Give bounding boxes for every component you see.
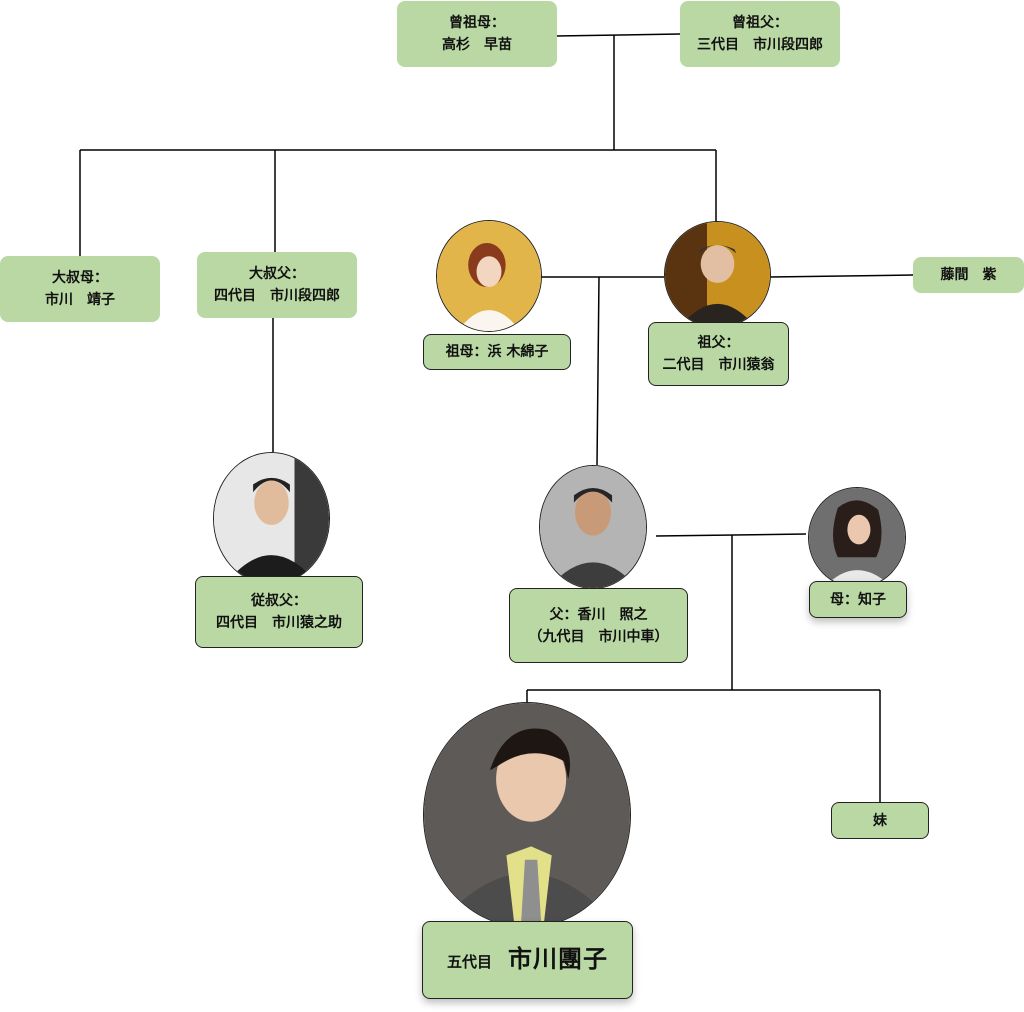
great-grandmother-name: 高杉 早苗 <box>442 37 512 53</box>
fujima-node: 藤間 紫 <box>913 257 1024 293</box>
cousin-uncle-node: 従叔父： 四代目 市川猿之助 <box>195 576 363 648</box>
father-role: 父：香川 照之 <box>549 606 648 623</box>
self-name: 市川團子 <box>508 944 608 973</box>
portrait-icon <box>540 466 646 588</box>
sister-node: 妹 <box>831 802 929 839</box>
mother-photo <box>808 487 906 588</box>
father-node: 父：香川 照之 （九代目 市川中車） <box>509 588 688 663</box>
grandfather-photo <box>664 221 771 328</box>
portrait-icon <box>214 453 329 584</box>
fujima-name: 藤間 紫 <box>940 267 997 283</box>
self-photo <box>423 702 631 928</box>
cousin-uncle-photo <box>213 452 330 585</box>
great-grandmother-role: 曾祖母： <box>449 15 505 31</box>
great-grandfather-node: 曾祖父： 三代目 市川段四郎 <box>680 1 840 67</box>
great-aunt-node: 大叔母： 市川 靖子 <box>0 256 160 322</box>
portrait-icon <box>424 703 630 927</box>
father-name: （九代目 市川中車） <box>528 628 669 645</box>
grandfather-node: 祖父： 二代目 市川猿翁 <box>648 322 789 386</box>
great-grandfather-name: 三代目 市川段四郎 <box>697 37 823 53</box>
great-grandmother-node: 曾祖母： 高杉 早苗 <box>397 1 557 67</box>
self-label: 五代目 市川團子 <box>446 944 608 973</box>
cousin-uncle-name: 四代目 市川猿之助 <box>216 615 342 631</box>
portrait-icon <box>809 488 905 587</box>
self-node: 五代目 市川團子 <box>422 921 633 999</box>
father-photo <box>539 465 647 589</box>
grandfather-role: 祖父： <box>697 335 740 351</box>
grandmother-node: 祖母：浜 木綿子 <box>423 334 571 370</box>
mother-node: 母：知子 <box>809 581 907 618</box>
great-aunt-name: 市川 靖子 <box>45 292 115 308</box>
great-grandfather-role: 曾祖父： <box>732 15 788 31</box>
cousin-uncle-role: 従叔父： <box>251 593 307 609</box>
great-uncle-node: 大叔父： 四代目 市川段四郎 <box>197 252 357 318</box>
grandmother-photo <box>436 220 542 332</box>
great-aunt-role: 大叔母： <box>52 270 108 286</box>
great-uncle-role: 大叔父： <box>249 266 305 282</box>
self-generation: 五代目 <box>446 952 492 971</box>
mother-label: 母：知子 <box>830 591 886 608</box>
grandfather-name: 二代目 市川猿翁 <box>662 357 775 373</box>
portrait-icon <box>437 221 541 331</box>
sister-label: 妹 <box>873 812 887 829</box>
portrait-icon <box>665 222 770 327</box>
grandmother-label: 祖母：浜 木綿子 <box>445 344 549 360</box>
great-uncle-name: 四代目 市川段四郎 <box>214 288 340 304</box>
